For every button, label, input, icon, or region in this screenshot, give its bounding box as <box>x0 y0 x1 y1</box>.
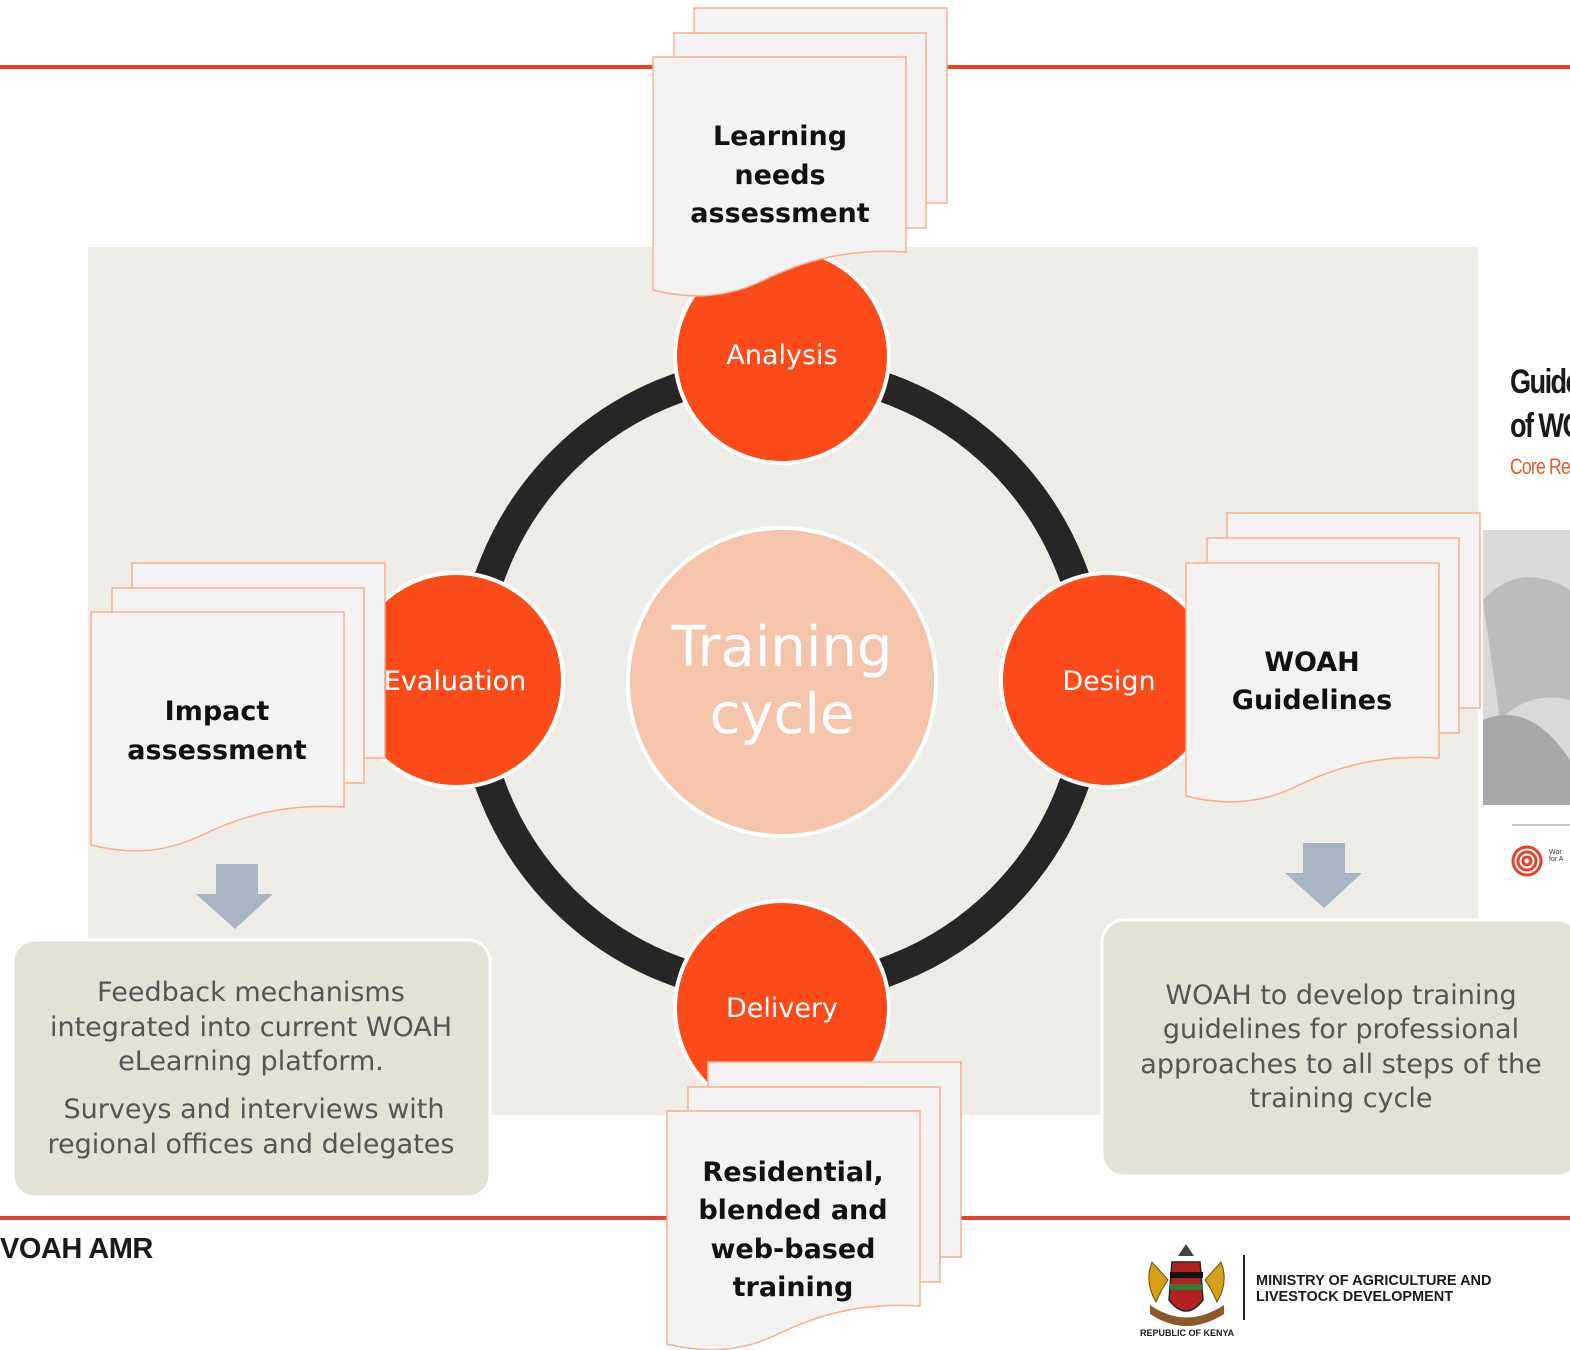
ministry-line2: LIVESTOCK DEVELOPMENT <box>1256 1289 1454 1305</box>
center-line2: cycle <box>710 682 855 747</box>
doc-right-line2: Guidelines <box>1232 685 1392 716</box>
doc-delivery-training: Residential, blended and web-based train… <box>666 1061 962 1350</box>
doc-right-line1: WOAH <box>1264 647 1360 678</box>
feedback-line3: eLearning platform. <box>118 1046 384 1077</box>
doc-bottom-line2: blended and <box>698 1195 887 1226</box>
guidelines-line4: training cycle <box>1250 1083 1433 1114</box>
guidelines-box: WOAH to develop training guidelines for … <box>1100 918 1570 1178</box>
cover-title-line1: Guide <box>1510 363 1570 401</box>
arrow-down-left-icon <box>196 864 273 929</box>
delivery-label: Delivery <box>726 993 838 1024</box>
doc-bottom-line4: training <box>733 1272 854 1303</box>
cover-logo-text-line2: for A <box>1549 856 1564 863</box>
doc-bottom-line3: web-based <box>710 1234 875 1265</box>
analysis-label: Analysis <box>726 340 837 371</box>
surveys-line2: regional offices and delegates <box>48 1129 455 1160</box>
doc-impact-assessment: Impact assessment <box>90 562 386 852</box>
doc-top-line2: needs <box>734 160 825 191</box>
cover-logo-text: Wor for A <box>1549 849 1570 863</box>
evaluation-label-overlay: Evaluation <box>384 666 526 697</box>
woah-logo-icon <box>1511 845 1543 877</box>
cover-title-line2: of WO <box>1510 407 1570 445</box>
center-circle <box>626 526 938 838</box>
republic-of-kenya-label: REPUBLIC OF KENYA <box>1140 1328 1235 1338</box>
doc-left-line2: assessment <box>127 735 306 766</box>
ministry-name: MINISTRY OF AGRICULTURE AND LIVESTOCK DE… <box>1256 1273 1536 1305</box>
guidelines-line3: approaches to all steps of the <box>1140 1049 1541 1080</box>
guidelines-line2: guidelines for professional <box>1163 1014 1519 1045</box>
evaluation-label: Evaluation <box>384 666 526 697</box>
feedback-box: Feedback mechanisms integrated into curr… <box>11 938 492 1199</box>
ministry-line1: MINISTRY OF AGRICULTURE AND <box>1256 1273 1492 1289</box>
doc-left-line1: Impact <box>165 696 270 727</box>
arrow-down-right-icon <box>1285 843 1362 908</box>
cover-title-partial: Guide of WO Core Req <box>1510 360 1570 500</box>
doc-top-line1: Learning <box>713 121 847 152</box>
doc-learning-needs: Learning needs assessment <box>652 7 948 297</box>
footer-label: VOAH AMR <box>0 1233 153 1265</box>
doc-woah-guidelines: WOAH Guidelines <box>1185 512 1481 803</box>
surveys-line1: Surveys and interviews with <box>64 1094 445 1125</box>
feedback-line2: integrated into current WOAH <box>50 1012 452 1043</box>
cover-logo-text-line1: Wor <box>1549 849 1562 856</box>
kenya-coat-of-arms-icon <box>1148 1244 1225 1326</box>
center-line1: Training <box>671 615 893 680</box>
doc-top-line3: assessment <box>690 198 869 229</box>
design-label: Design <box>1062 666 1155 697</box>
feedback-line1: Feedback mechanisms <box>97 977 405 1008</box>
guidelines-cover-partial <box>1478 340 1570 900</box>
cover-subtitle: Core Req <box>1510 454 1570 479</box>
guidelines-line1: WOAH to develop training <box>1165 980 1516 1011</box>
doc-bottom-line1: Residential, <box>702 1157 883 1188</box>
